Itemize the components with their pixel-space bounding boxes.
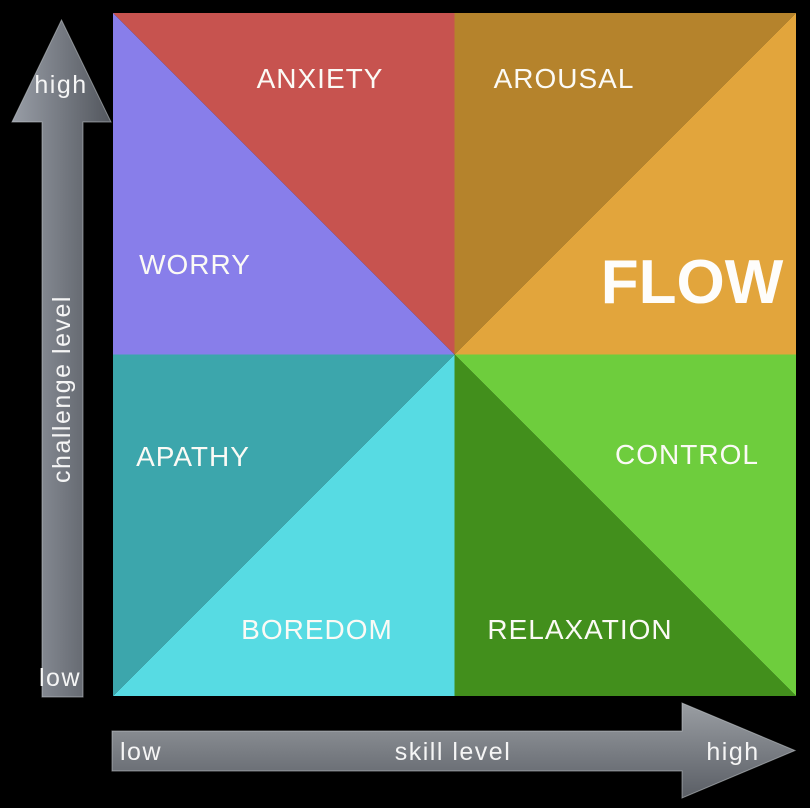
region-label-boredom: BOREDOM [241, 614, 393, 645]
x-axis-high-label: high [706, 738, 759, 766]
region-label-anxiety: ANXIETY [257, 63, 384, 94]
region-relaxation [454, 354, 796, 696]
region-worry [113, 13, 455, 355]
y-axis-high-label: high [34, 71, 87, 99]
x-axis-arrow [111, 702, 797, 799]
region-apathy [113, 354, 455, 696]
y-axis-arrow [11, 18, 112, 698]
y-axis: high challenge level low [11, 18, 112, 698]
x-axis-label: skill level [395, 738, 512, 766]
region-label-flow: FLOW [601, 248, 784, 317]
region-label-control: CONTROL [615, 439, 759, 470]
region-label-arousal: AROUSAL [494, 63, 635, 94]
region-label-apathy: APATHY [136, 441, 250, 472]
y-axis-low-label: low [39, 664, 81, 692]
x-axis: low skill level high [111, 702, 797, 799]
region-label-worry: WORRY [139, 249, 251, 280]
y-axis-label: challenge level [48, 295, 76, 483]
region-flow [454, 13, 796, 355]
quadrant-square [113, 13, 796, 696]
region-label-relaxation: RELAXATION [487, 614, 672, 645]
x-axis-low-label: low [120, 738, 162, 766]
region-labels: ANXIETY AROUSAL FLOW WORRY APATHY CONTRO… [136, 63, 784, 645]
